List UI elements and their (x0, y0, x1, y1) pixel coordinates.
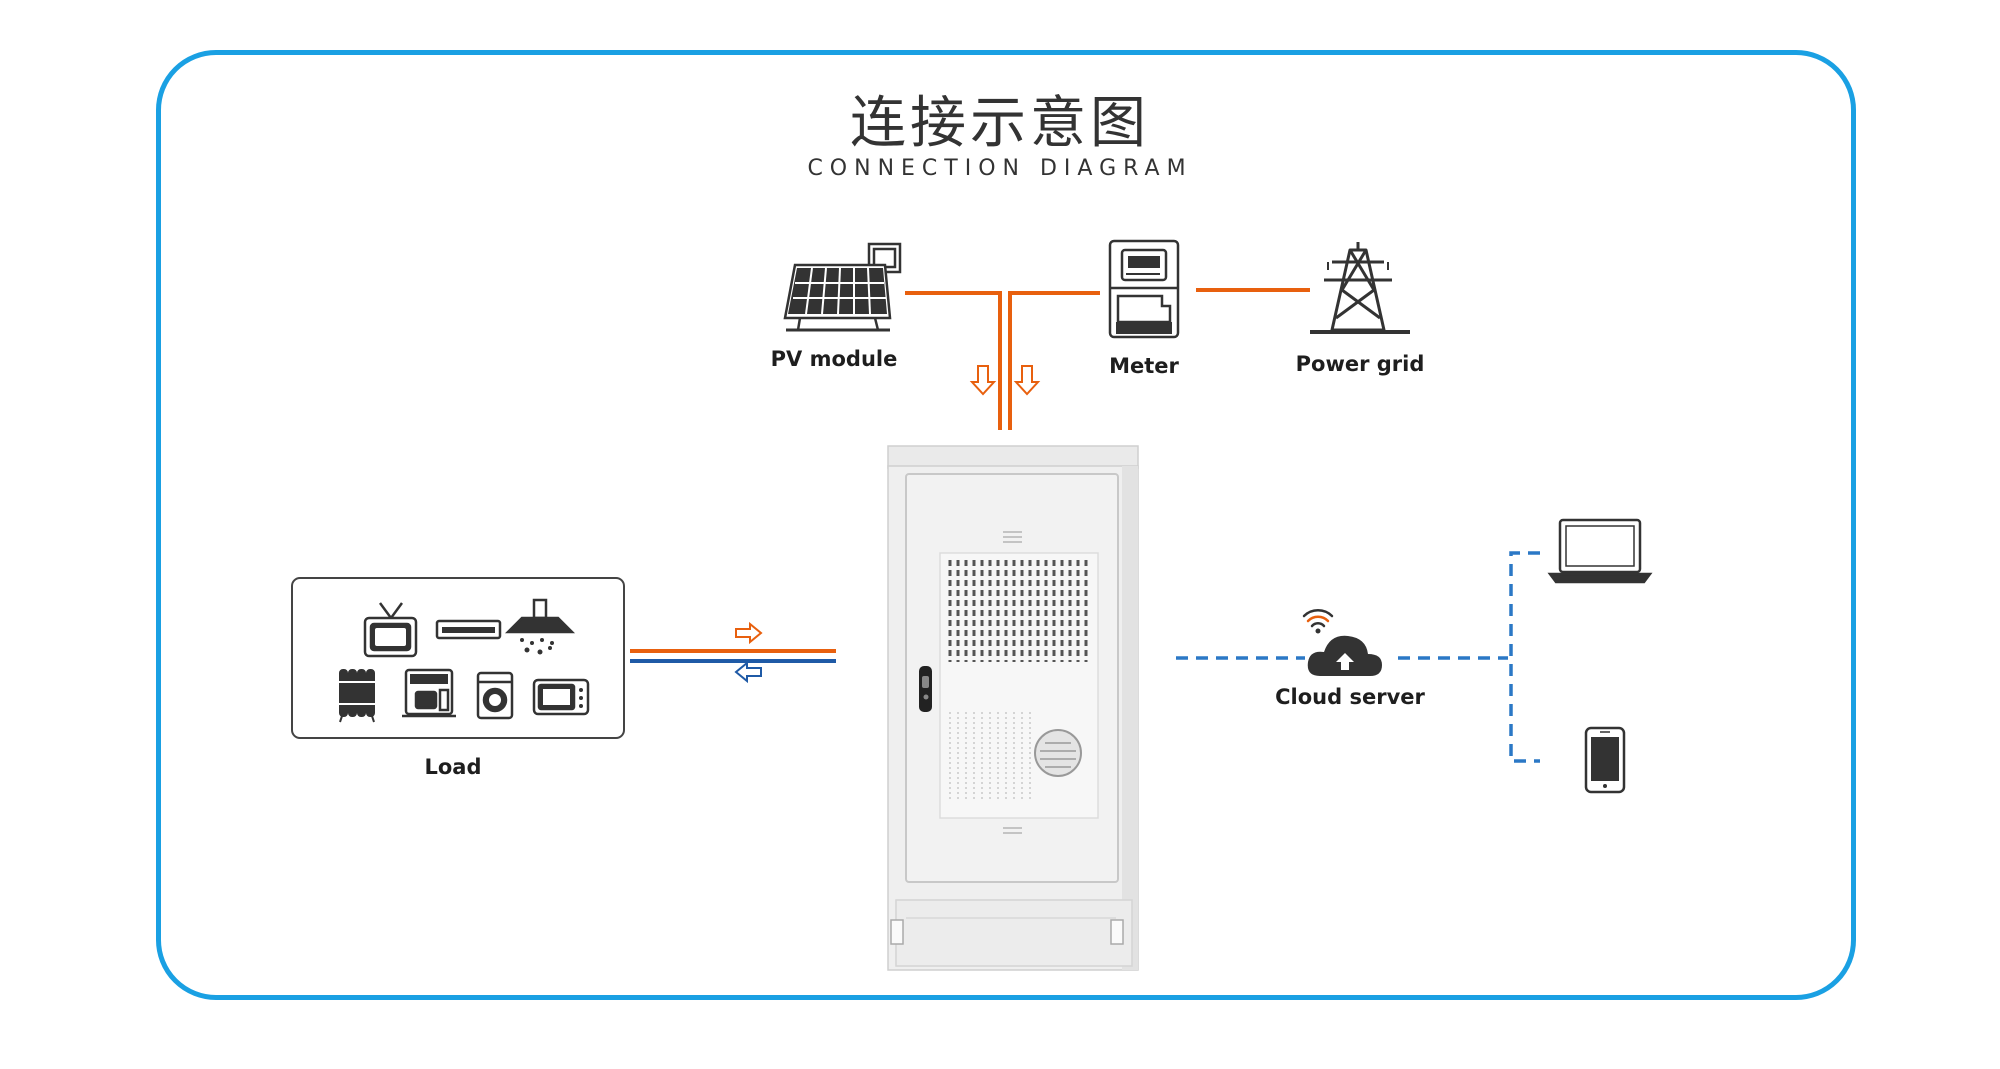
washing-machine-icon (476, 671, 514, 720)
smartphone-icon (1584, 726, 1626, 794)
cloud-server-label: Cloud server (1275, 685, 1425, 709)
down-arrow-icon (1013, 365, 1041, 396)
range-hood-icon (504, 598, 576, 655)
left-arrow-icon (734, 660, 762, 684)
right-arrow-icon (735, 621, 763, 645)
transmission-tower-icon (1310, 242, 1410, 334)
network-lines (1176, 551, 1540, 763)
pv-module-label: PV module (771, 347, 898, 371)
cloud-upload-icon (1307, 635, 1382, 676)
oil-heater-icon (336, 669, 377, 723)
pv-meter-lines (905, 288, 1310, 430)
coffee-machine-icon (402, 668, 456, 718)
microwave-icon (532, 678, 590, 716)
tv-icon (363, 602, 418, 658)
meter-label: Meter (1109, 354, 1179, 378)
title-english: CONNECTION DIAGRAM (807, 156, 1193, 181)
energy-storage-cabinet (887, 445, 1139, 971)
diagram-frame (156, 50, 1856, 1000)
power-grid-label: Power grid (1296, 352, 1425, 376)
title-chinese: 连接示意图 (850, 91, 1150, 156)
load-lines (630, 649, 836, 663)
load-label: Load (424, 755, 481, 779)
electric-meter-icon (1108, 239, 1180, 339)
down-arrow-icon (969, 365, 997, 396)
air-conditioner-icon (435, 619, 502, 640)
laptop-icon (1547, 518, 1653, 584)
solar-panel-icon (783, 242, 902, 332)
wifi-icon (1302, 609, 1334, 634)
